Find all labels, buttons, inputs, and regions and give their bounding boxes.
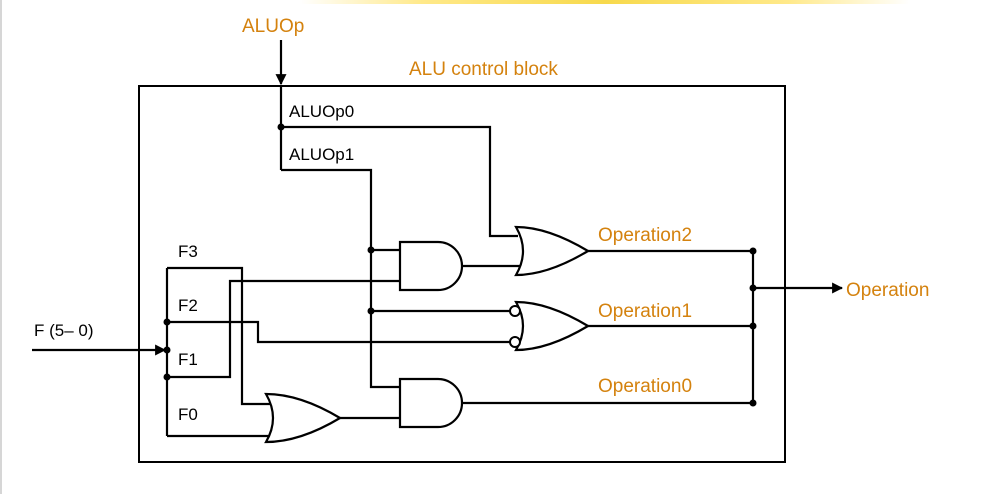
and-gate-bottom [398, 377, 464, 429]
operation0-label: Operation0 [598, 376, 692, 397]
operation2-label: Operation2 [598, 225, 692, 246]
inverter-bubble-bottom [509, 336, 521, 348]
or-gate-operation2 [514, 225, 591, 277]
operation1-label: Operation1 [598, 301, 692, 322]
operation-label: Operation [846, 280, 929, 301]
f0-label: F0 [178, 405, 198, 424]
aluop1-label: ALUOp1 [289, 145, 354, 164]
aluop0-label: ALUOp0 [289, 102, 354, 121]
inverter-bubble-top [509, 305, 521, 317]
or-gate-funct [264, 392, 343, 444]
f2-label: F2 [178, 296, 198, 315]
aluop-label: ALUOp [242, 16, 304, 37]
junction-dots [163, 123, 757, 407]
and-gate-top [398, 240, 464, 292]
funct-label: F (5– 0) [34, 321, 94, 340]
funct-wires [165, 266, 510, 438]
alu-control-block [138, 85, 786, 463]
f3-label: F3 [178, 242, 198, 261]
or-gate-operation1 [514, 300, 591, 352]
top-accent-strip [300, 0, 910, 4]
f1-label: F1 [178, 350, 198, 369]
left-rule [0, 0, 2, 494]
block-title: ALU control block [409, 59, 558, 80]
